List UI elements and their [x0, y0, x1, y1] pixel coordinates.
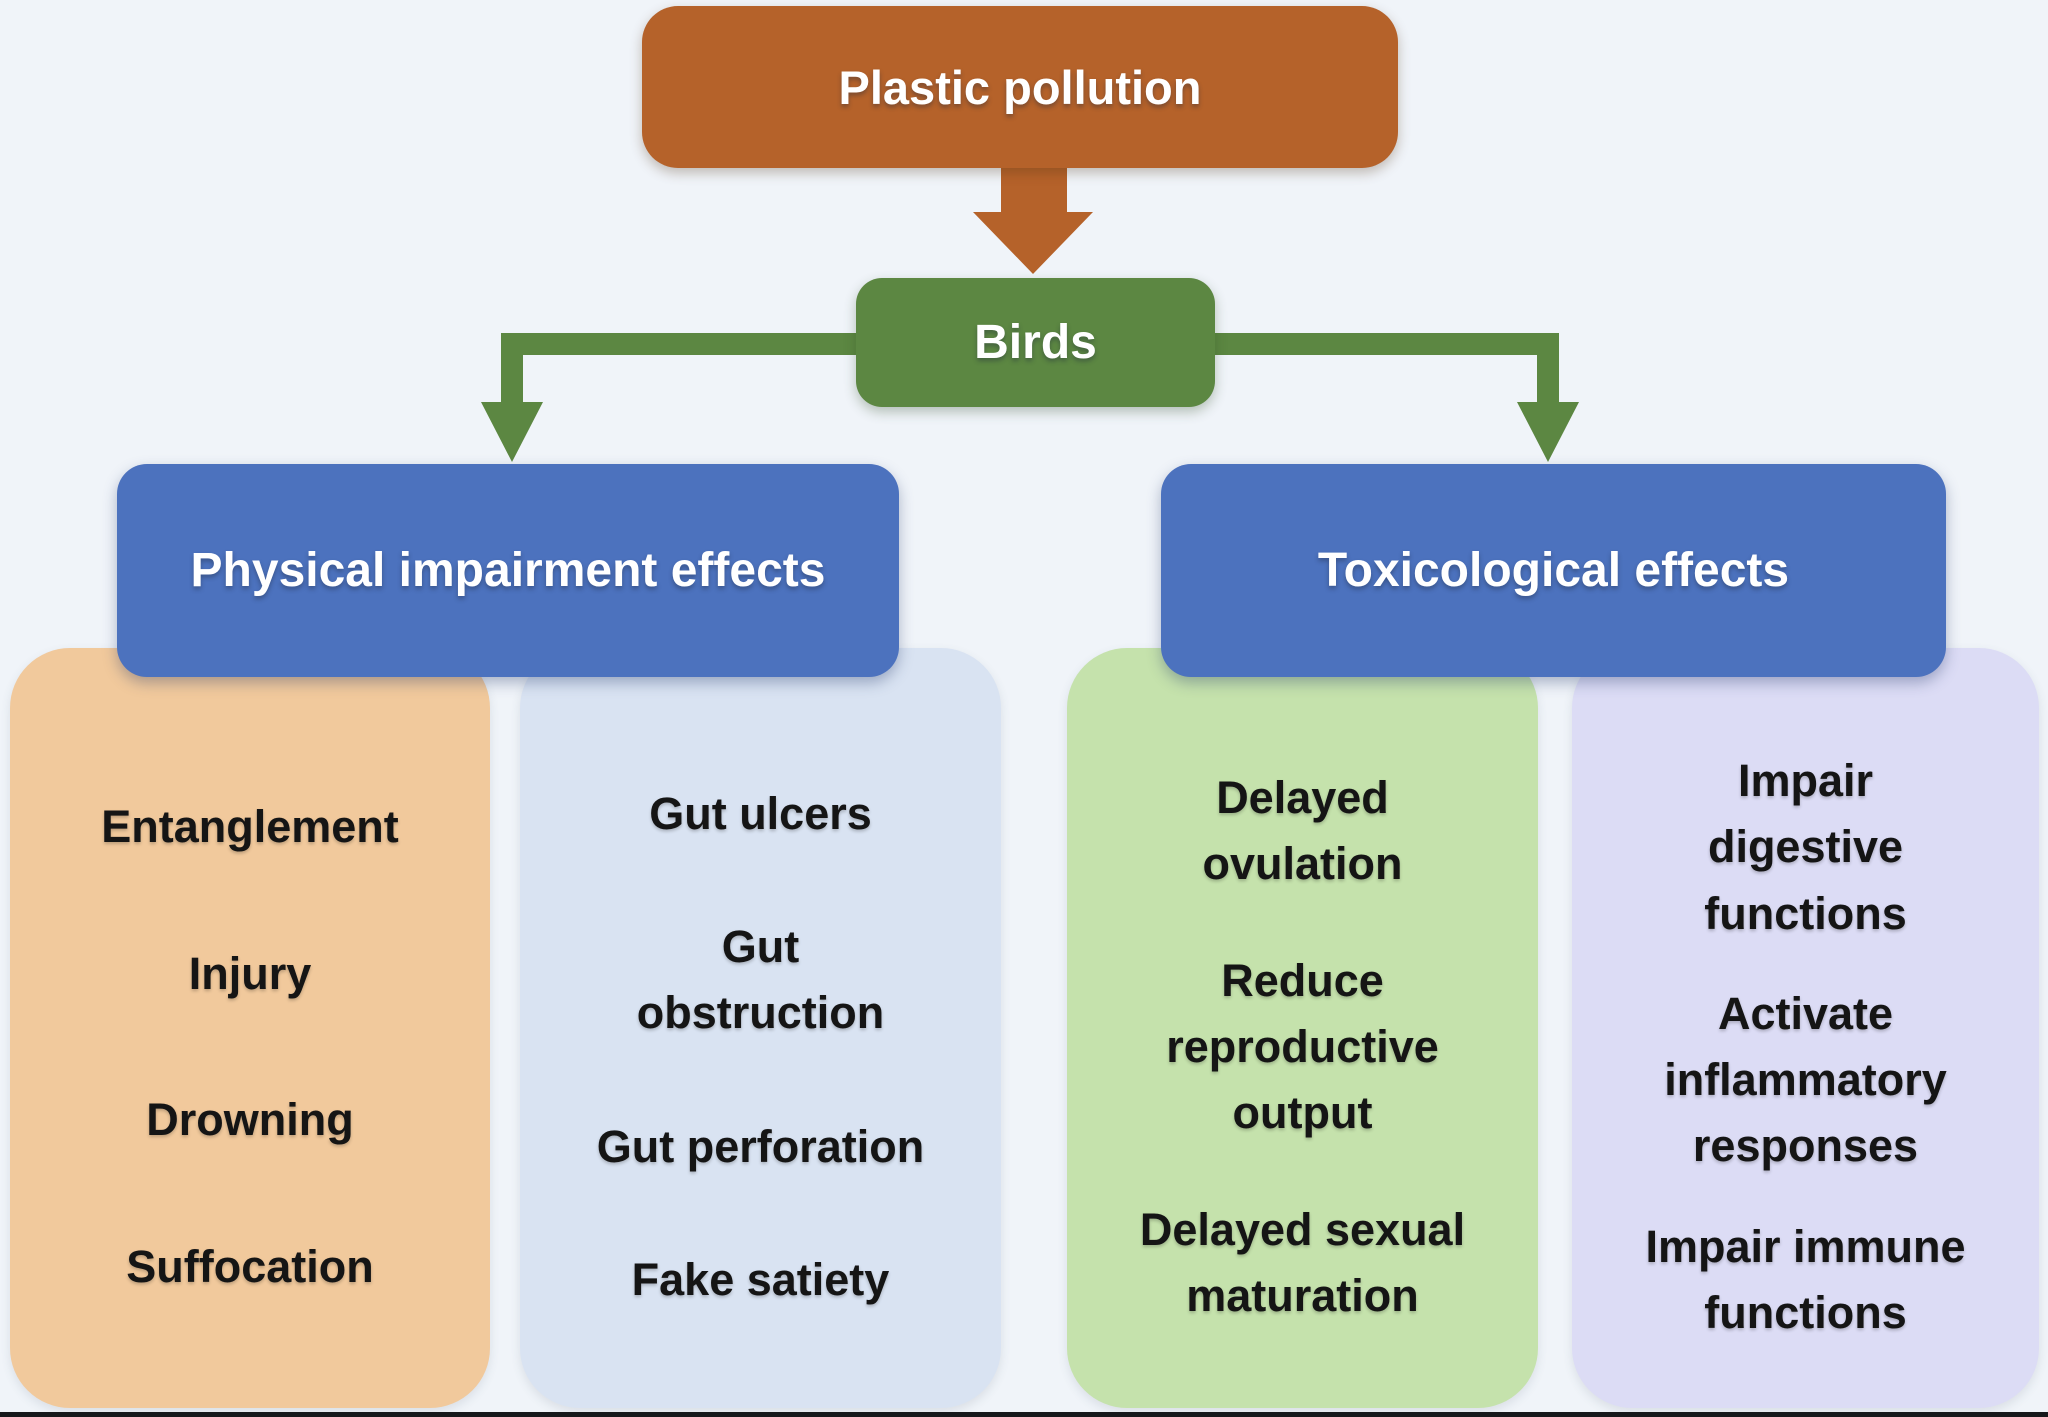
effect-item: Delayed sexual maturation [1139, 1203, 1466, 1322]
effect-item: Gut perforation [596, 1120, 925, 1172]
header-physical-label: Physical impairment effects [190, 544, 826, 597]
birds-box: Birds [856, 278, 1215, 407]
connector-left-vertical [501, 333, 523, 405]
connector-right-arrowhead-icon [1517, 402, 1579, 462]
header-physical-impairment-effects: Physical impairment effects [117, 464, 899, 677]
effect-item: Fake satiety [631, 1253, 890, 1305]
column-toxicological-reproductive: Delayed ovulation Reduce reproductive ou… [1067, 648, 1538, 1408]
effect-item: Delayed ovulation [1202, 771, 1403, 889]
effect-item: Activate inflammatory responses [1664, 987, 1947, 1172]
arrow-plastic-to-birds-stem [1001, 164, 1067, 216]
column-physical-direct-harm: Entanglement Injury Drowning Suffocation [10, 648, 490, 1408]
effect-item: Impair immune functions [1645, 1220, 1966, 1338]
column-physical-gut-effects: Gut ulcers Gut obstruction Gut perforati… [520, 648, 1001, 1408]
connector-left-horizontal [501, 333, 881, 355]
connector-right-horizontal [1190, 333, 1559, 355]
effect-item: Impair digestive functions [1704, 755, 1907, 939]
figure-bottom-edge [0, 1412, 2048, 1417]
header-toxicological-label: Toxicological effects [1317, 544, 1790, 597]
birds-box-label: Birds [974, 316, 1097, 369]
effect-item: Suffocation [126, 1240, 374, 1292]
effect-item: Gut ulcers [649, 788, 872, 840]
arrow-plastic-to-birds-head-icon [973, 212, 1093, 274]
header-toxicological-effects: Toxicological effects [1161, 464, 1946, 677]
root-box-label: Plastic pollution [838, 60, 1202, 114]
effect-item: Gut obstruction [636, 921, 885, 1039]
connector-right-vertical [1537, 333, 1559, 405]
effect-item: Reduce reproductive output [1166, 954, 1439, 1139]
effect-item: Entanglement [101, 801, 399, 853]
effect-item: Drowning [146, 1094, 354, 1146]
root-box-plastic-pollution: Plastic pollution [642, 6, 1398, 168]
connector-left-arrowhead-icon [481, 402, 543, 462]
effect-item: Injury [188, 947, 312, 999]
column-toxicological-physiological: Impair digestive functions Activate infl… [1572, 648, 2039, 1408]
